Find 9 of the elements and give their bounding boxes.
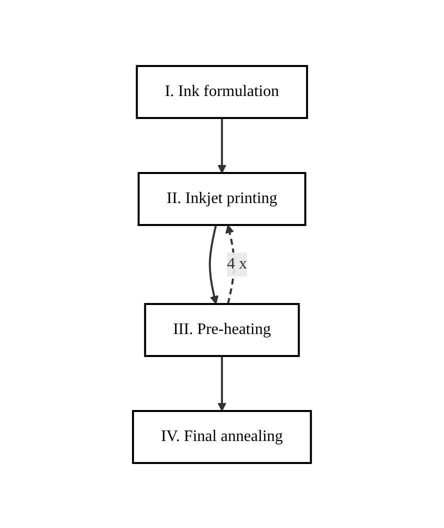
node-box: IV. Final annealing	[132, 410, 312, 464]
node-box: III. Pre-heating	[144, 302, 300, 356]
node-box: I. Ink formulation	[136, 64, 308, 118]
arrow	[225, 224, 236, 304]
arrow	[218, 356, 226, 411]
arrow	[218, 118, 226, 173]
node-box: II. Inkjet printing	[138, 172, 306, 226]
edge-label: 4 x	[227, 255, 247, 272]
arrow	[208, 224, 219, 304]
